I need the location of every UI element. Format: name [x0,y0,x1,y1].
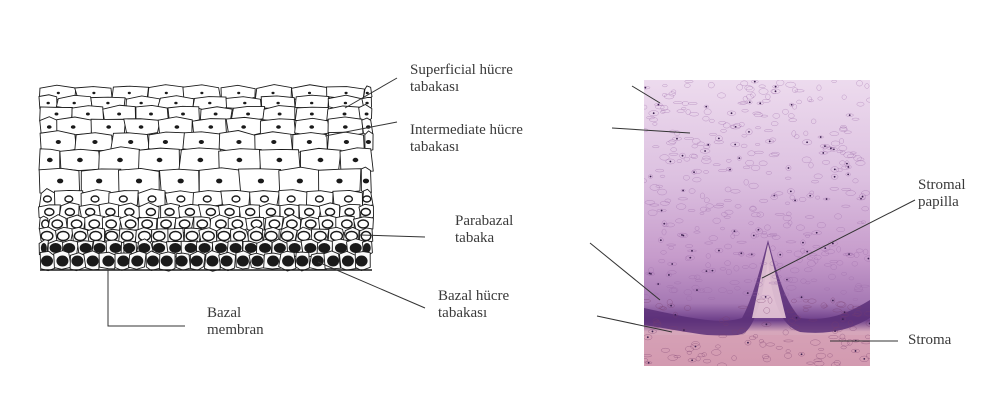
label-parabazal-line1: Parabazal [455,213,513,230]
pointer-intermediate [325,122,397,136]
label-intermediate-line1: Intermediate hücre [410,122,523,139]
label-bazal-line2: tabakası [438,305,509,322]
pointer-histo-parabazal [590,243,660,300]
label-intermediate-layer: Intermediate hücre tabakası [410,122,523,156]
label-superficial-line1: Superficial hücre [410,62,513,79]
label-superficial-line2: tabakası [410,79,513,96]
label-superficial-layer: Superficial hücre tabakası [410,62,513,96]
label-stromal-line2: papilla [918,194,966,211]
pointer-histo-bazal [597,316,672,332]
label-bazal-membran: Bazal membran [207,305,264,339]
label-stroma: Stroma [908,332,951,349]
pointer-bazal-hucre [318,262,425,308]
pointer-stromal-papilla [762,200,915,278]
label-bazal-membran-line2: membran [207,322,264,339]
label-stroma-text: Stroma [908,332,951,349]
label-parabazal-layer: Parabazal tabaka [455,213,513,247]
label-intermediate-line2: tabakası [410,139,523,156]
label-stromal-papilla: Stromal papilla [918,177,966,211]
pointer-bazal-membran [108,270,185,326]
pointer-superficial [345,78,397,108]
pointer-histo-intermediate [612,128,690,133]
label-bazal-line1: Bazal hücre [438,288,509,305]
label-parabazal-line2: tabaka [455,230,513,247]
pointer-parabazal [360,235,425,237]
pointer-histo-superficial [632,86,660,103]
label-bazal-hucre-layer: Bazal hücre tabakası [438,288,509,322]
label-bazal-membran-line1: Bazal [207,305,264,322]
label-stromal-line1: Stromal [918,177,966,194]
